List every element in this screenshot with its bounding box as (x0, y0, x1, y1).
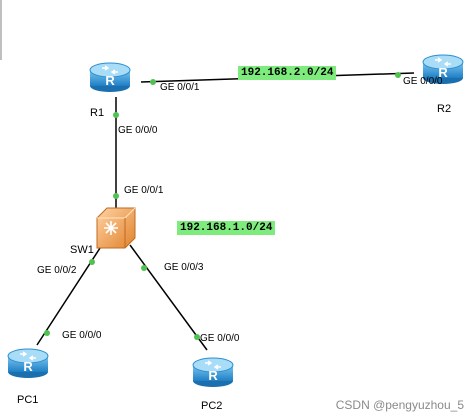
port-label-r2-ge000: GE 0/0/0 (403, 76, 443, 87)
router-r1-icon[interactable] (89, 62, 131, 93)
port-dot-sw1-ge001 (113, 193, 119, 199)
device-label-r2: R2 (437, 103, 452, 115)
device-label-pc2: PC2 (201, 400, 223, 412)
watermark: CSDN @pengyuzhou_5 (335, 398, 464, 412)
link-sw1-pc2 (129, 244, 208, 351)
port-dot-r2-ge000 (395, 72, 401, 78)
router-pc1-icon[interactable] (7, 348, 49, 379)
port-dot-r1-ge000 (113, 112, 119, 118)
port-label-r1-ge000: GE 0/0/0 (118, 125, 158, 136)
port-dot-sw1-ge003 (141, 265, 147, 271)
port-label-sw1-ge001: GE 0/0/1 (124, 185, 164, 196)
network-label-lan: 192.168.1.0/24 (177, 221, 276, 235)
network-label-r1-r2: 192.168.2.0/24 (238, 66, 337, 80)
device-label-sw1: SW1 (70, 244, 94, 256)
switch-sw1-icon[interactable] (96, 207, 136, 249)
port-label-r1-ge001: GE 0/0/1 (160, 82, 200, 93)
port-dot-pc1-ge000 (44, 330, 50, 336)
left-edge-line (0, 0, 2, 60)
port-label-sw1-ge002: GE 0/0/2 (37, 265, 77, 276)
port-label-pc2-ge000: GE 0/0/0 (200, 333, 240, 344)
port-dot-r1-ge001 (150, 79, 156, 85)
device-label-r1: R1 (90, 107, 105, 119)
device-label-pc1: PC1 (17, 394, 39, 406)
port-dot-sw1-ge002 (89, 259, 95, 265)
port-label-pc1-ge000: GE 0/0/0 (62, 330, 102, 341)
router-pc2-icon[interactable] (192, 357, 234, 388)
port-label-sw1-ge003: GE 0/0/3 (164, 262, 204, 273)
port-dot-pc2-ge000 (194, 334, 200, 340)
